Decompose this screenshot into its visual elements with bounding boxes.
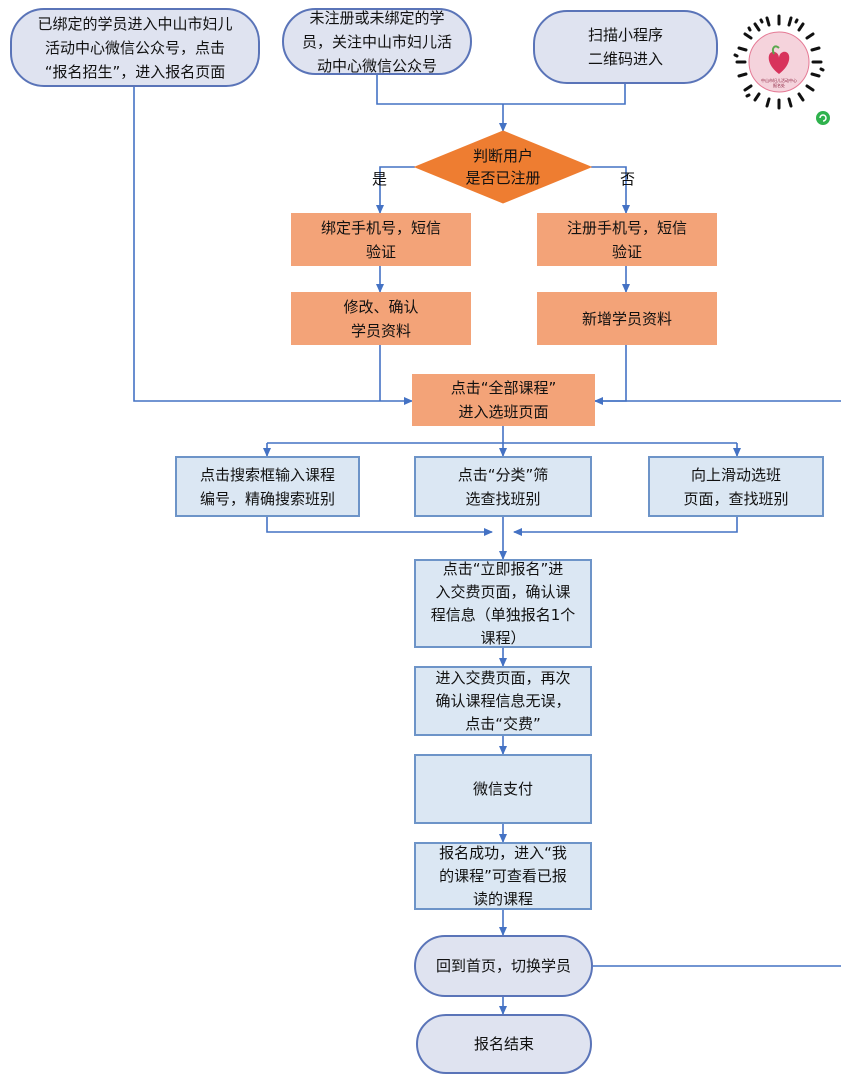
- apply-now-step: 点击“立即报名”进 入交费页面，确认课 程信息（单独报名1个 课程）: [414, 559, 592, 648]
- add-student-step: 新增学员资料: [537, 292, 717, 345]
- svg-text:报名处: 报名处: [773, 82, 785, 88]
- wechat-pay-step: 微信支付: [414, 754, 592, 824]
- all-courses-step: 点击“全部课程” 进入选班页面: [412, 374, 595, 426]
- decision-no-label: 否: [620, 170, 636, 188]
- connector-add-to-courses: [594, 345, 627, 405]
- start-scan-qr: 扫描小程序 二维码进入: [533, 10, 718, 84]
- modify-info-step: 修改、确认 学员资料: [291, 292, 471, 345]
- connector-decision-yes: [376, 166, 415, 214]
- bind-phone-step: 绑定手机号，短信 验证: [291, 213, 471, 266]
- confirm-pay-step: 进入交费页面，再次 确认课程信息无误， 点击“交费”: [414, 666, 592, 736]
- connector-unregistered-merge: [376, 75, 503, 105]
- finish-step: 报名结束: [416, 1014, 592, 1074]
- qr-code-icon: 中山市妇儿活动中心 报名处: [727, 8, 831, 132]
- connector-scan-merge: [503, 84, 626, 105]
- category-filter-option: 点击“分类”筛 选查找班别: [414, 456, 592, 517]
- decision-diamond: [413, 130, 593, 204]
- search-box-option: 点击搜索框输入课程 编号，精确搜索班别: [175, 456, 360, 517]
- connector-search-merge: [266, 517, 493, 536]
- connector-scroll-merge: [513, 517, 738, 536]
- register-phone-step: 注册手机号，短信 验证: [537, 213, 717, 266]
- scroll-up-option: 向上滑动选班 页面，查找班别: [648, 456, 824, 517]
- success-step: 报名成功，进入“我 的课程”可查看已报 读的课程: [414, 842, 592, 910]
- decision-yes-label: 是: [372, 170, 388, 188]
- decision-question: 判断用户 是否已注册: [465, 147, 541, 187]
- start-bound-user: 已绑定的学员进入中山市妇儿 活动中心微信公众号，点击 “报名招生”，进入报名页面: [10, 8, 260, 87]
- connector-bound-to-courses: [133, 87, 413, 405]
- back-home-step: 回到首页，切换学员: [414, 935, 593, 997]
- svg-text:中山市妇儿活动中心: 中山市妇儿活动中心: [761, 77, 797, 83]
- connector-decision-no: [591, 166, 630, 214]
- start-unregistered-user: 未注册或未绑定的学 员，关注中山市妇儿活 动中心微信公众号: [282, 8, 472, 75]
